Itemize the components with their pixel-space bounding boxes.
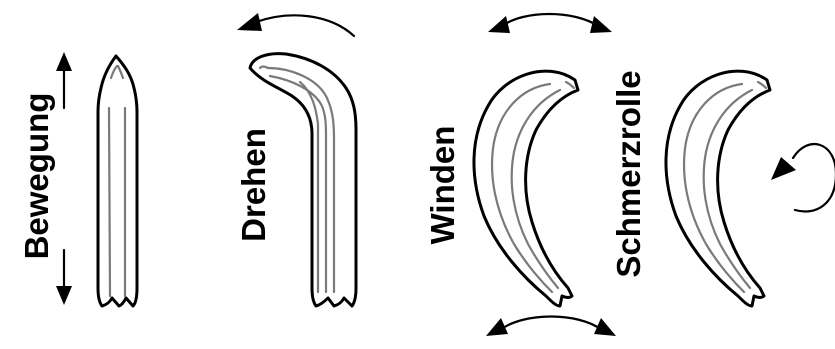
larva-straight <box>98 56 137 306</box>
double-arrow-top-icon <box>488 14 612 33</box>
larva-curved <box>474 71 578 306</box>
panel-bewegung: Bewegung <box>18 52 137 306</box>
panel-schmerzrolle: Schmerzrolle <box>610 70 835 306</box>
larva-rolling <box>666 71 770 306</box>
double-arrow-bottom-icon <box>486 317 616 337</box>
label-schmerzrolle: Schmerzrolle <box>610 70 647 277</box>
roll-arrow-icon <box>771 144 835 211</box>
rotate-arrow-icon <box>237 13 354 36</box>
label-winden: Winden <box>424 126 461 245</box>
arrow-up-icon <box>56 52 72 108</box>
label-drehen: Drehen <box>235 128 272 242</box>
label-bewegung: Bewegung <box>18 93 55 260</box>
panel-winden: Winden <box>424 14 616 336</box>
arrow-down-icon <box>56 250 72 305</box>
panel-drehen: Drehen <box>235 13 356 306</box>
